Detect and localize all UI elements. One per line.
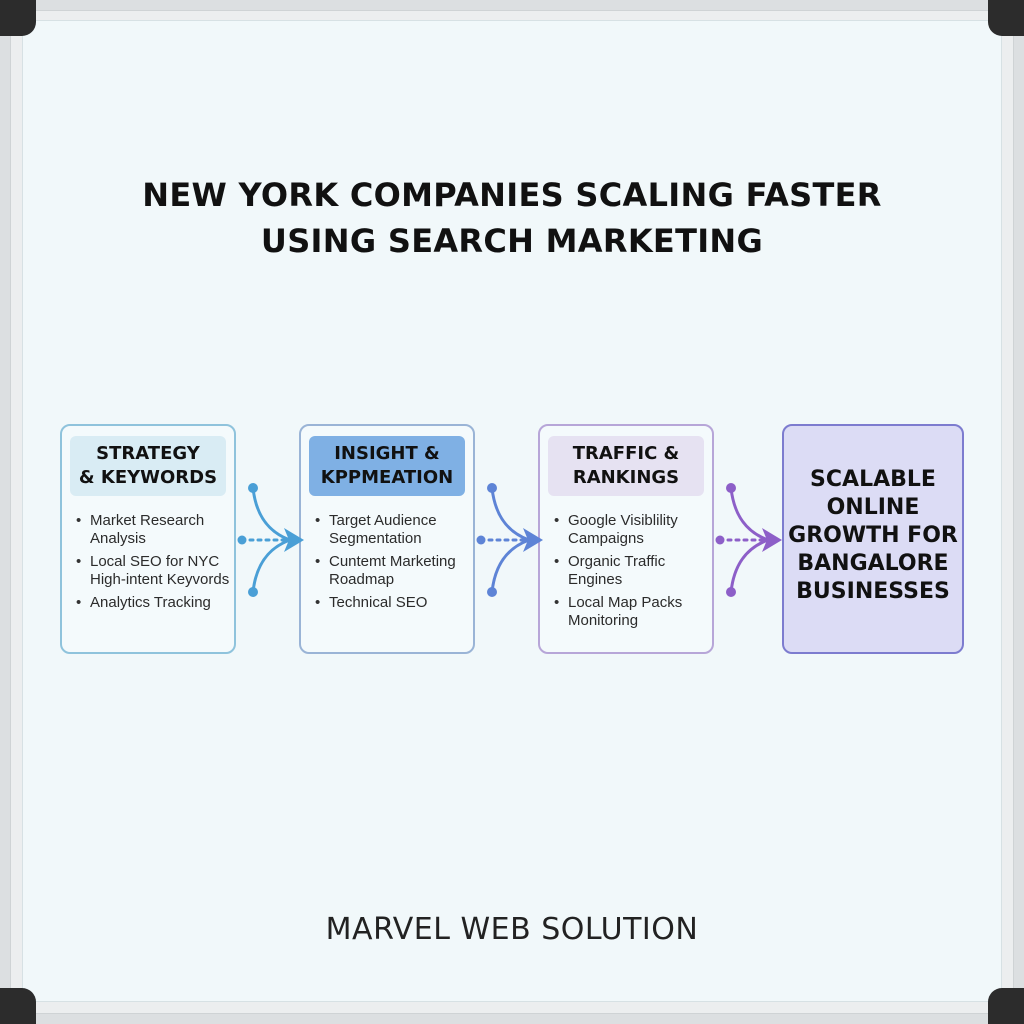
outcome-line: BUSINESSES — [796, 579, 950, 604]
connector-node — [726, 587, 736, 597]
bullet-item: Technical SEO — [315, 594, 469, 612]
stage-heading-line-1: TRAFFIC & — [572, 443, 680, 464]
connector-arrowhead — [762, 528, 782, 552]
connector-node — [248, 483, 258, 493]
stage-heading: INSIGHT & KPPMEATION — [309, 436, 465, 496]
bullet-item: Google Visiblility Campaigns — [554, 512, 708, 548]
stage-card-insight: INSIGHT & KPPMEATION Target Audience Seg… — [299, 424, 475, 654]
merge-arrow-icon — [715, 483, 782, 597]
title-line-2: USING SEARCH MARKETING — [260, 222, 764, 260]
bullet-item: Cuntemt Marketing Roadmap — [315, 553, 469, 589]
footer-brand: MARVEL WEB SOLUTION — [325, 912, 699, 947]
outcome-card: SCALABLE ONLINE GROWTH FOR BANGALORE BUS… — [782, 424, 964, 654]
bullet-item: Analytics Tracking — [76, 594, 230, 612]
frame-corner — [0, 988, 36, 1024]
connector-node — [248, 587, 258, 597]
stage-bullet-list: Google Visiblility Campaigns Organic Tra… — [554, 512, 708, 635]
connector-node — [237, 535, 247, 545]
connector-arrowhead — [284, 528, 304, 552]
stage-bullet-list: Target Audience Segmentation Cuntemt Mar… — [315, 512, 469, 617]
connector-node — [487, 587, 497, 597]
frame-corner — [0, 0, 36, 36]
outcome-text: SCALABLE ONLINE GROWTH FOR BANGALORE BUS… — [784, 466, 962, 606]
stage-bullet-list: Market Research Analysis Local SEO for N… — [76, 512, 230, 617]
merge-arrow-icon — [237, 483, 304, 597]
stage-card-strategy: STRATEGY & KEYWORDS Market Research Anal… — [60, 424, 236, 654]
bullet-item: Market Research Analysis — [76, 512, 230, 548]
stage-heading-line-2: RANKINGS — [572, 467, 680, 488]
connector-arrowhead — [523, 528, 543, 552]
outcome-line: BANGALORE — [797, 551, 949, 576]
stage-card-traffic: TRAFFIC & RANKINGS Google Visiblility Ca… — [538, 424, 714, 654]
connector-node — [476, 535, 486, 545]
title-line-1: NEW YORK COMPANIES SCALING FASTER — [142, 176, 882, 214]
connector-curve — [729, 538, 769, 593]
connector-curve — [490, 487, 530, 542]
stage-heading: STRATEGY & KEYWORDS — [70, 436, 226, 496]
diagram-title: NEW YORK COMPANIES SCALING FASTER USING … — [0, 172, 1024, 264]
stage-heading-line-2: KPPMEATION — [320, 467, 454, 488]
connector-node — [726, 483, 736, 493]
bullet-item: Local SEO for NYC High-intent Keyvords — [76, 553, 230, 589]
outcome-line: ONLINE — [826, 495, 920, 520]
connector-node — [715, 535, 725, 545]
stage-heading-line-1: INSIGHT & — [334, 443, 440, 464]
connector-curve — [251, 538, 291, 593]
outcome-line: GROWTH FOR — [788, 523, 958, 548]
connector-curve — [490, 538, 530, 593]
merge-arrow-icon — [476, 483, 543, 597]
bullet-item: Target Audience Segmentation — [315, 512, 469, 548]
stage-heading-line-1: STRATEGY — [96, 443, 200, 464]
bullet-item: Local Map Packs Monitoring — [554, 594, 708, 630]
connector-curve — [251, 487, 291, 542]
bullet-item: Organic Traffic Engines — [554, 553, 708, 589]
frame-corner — [988, 0, 1024, 36]
stage-heading: TRAFFIC & RANKINGS — [548, 436, 704, 496]
frame-corner — [988, 988, 1024, 1024]
connector-node — [487, 483, 497, 493]
connector-curve — [729, 487, 769, 542]
outcome-line: SCALABLE — [810, 467, 936, 492]
stage-heading-line-2: & KEYWORDS — [78, 467, 218, 488]
